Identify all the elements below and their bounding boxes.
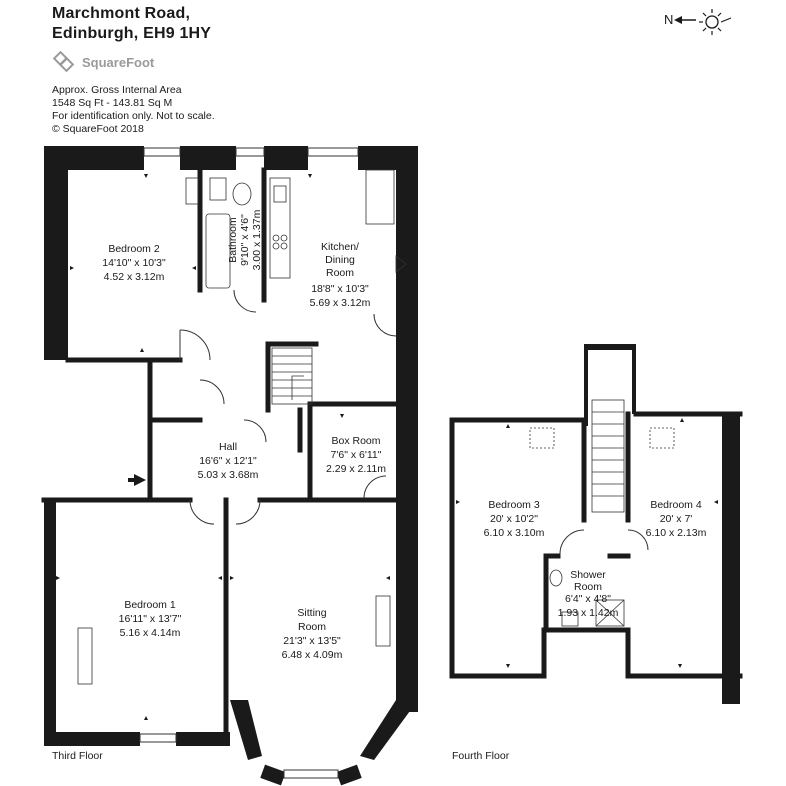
hob-ring-icon <box>272 234 280 242</box>
room-size-imperial: 18'8" x 10'3" <box>311 283 369 295</box>
room-name: Dining <box>325 254 355 266</box>
room-size-imperial: 7'6" x 6'11" <box>331 449 382 461</box>
skylight-icon <box>649 427 675 449</box>
room-kitchen: Kitchen/ Dining Room 18'8" x 10'3" 5.69 … <box>310 241 371 309</box>
room-size-imperial: 20' x 7' <box>660 513 693 525</box>
floor-label-third: Third Floor <box>52 750 103 762</box>
room-name: Bedroom 3 <box>488 499 540 511</box>
toilet-icon <box>232 182 252 206</box>
room-size-metric: 4.52 x 3.12m <box>104 271 165 283</box>
room-bedroom-2: Bedroom 2 14'10" x 10'3" 4.52 x 3.12m <box>102 243 166 283</box>
room-size-imperial: 9'10" x 4'6" <box>239 214 251 266</box>
room-size-metric: 1.93 x 1.42m <box>558 607 619 619</box>
address-line-2: Edinburgh, EH9 1HY <box>52 25 212 42</box>
fourth-floor-plan <box>449 344 743 704</box>
room-size-imperial: 14'10" x 10'3" <box>102 257 166 269</box>
room-shower-room: Shower Room 6'4" x 4'8" 1.93 x 1.42m <box>558 569 619 619</box>
room-size-imperial: 6'4" x 4'8" <box>565 593 611 605</box>
skylight-icon <box>529 427 555 449</box>
room-box-room: Box Room 7'6" x 6'11" 2.29 x 2.11m <box>326 435 386 475</box>
area-info-line-3: For identification only. Not to scale. <box>52 110 215 122</box>
room-bedroom-1: Bedroom 1 16'11" x 13'7" 5.16 x 4.14m <box>119 599 182 639</box>
property-header: Marchmont Road, Edinburgh, EH9 1HY <box>52 4 211 44</box>
room-name: Hall <box>219 441 237 453</box>
room-name: Bathroom <box>227 217 239 263</box>
room-bathroom: Bathroom 9'10" x 4'6" 3.00 x 1.37m <box>227 209 263 270</box>
kitchen-cupboard-icon <box>365 169 395 225</box>
room-size-imperial: 16'11" x 13'7" <box>119 613 182 625</box>
room-name: Room <box>298 621 326 633</box>
hob-ring-icon <box>272 242 280 250</box>
cabinet-icon <box>209 177 227 201</box>
logo-text: SquareFoot <box>82 54 155 70</box>
fireplace-icon <box>375 595 391 647</box>
room-size-imperial: 21'3" x 13'5" <box>283 635 341 647</box>
area-info-line-4: © SquareFoot 2018 <box>52 123 144 135</box>
room-name: Bedroom 1 <box>124 599 176 611</box>
room-size-metric: 5.16 x 4.14m <box>120 627 181 639</box>
room-size-metric: 5.03 x 3.68m <box>198 469 259 481</box>
compass: N <box>660 4 740 45</box>
room-name: Sitting <box>297 607 326 619</box>
room-bedroom-4: Bedroom 4 20' x 7' 6.10 x 2.13m <box>646 499 707 539</box>
room-size-metric: 5.69 x 3.12m <box>310 297 371 309</box>
third-floor-fixtures <box>77 169 407 685</box>
room-name: Room <box>326 267 354 279</box>
sink-icon <box>273 185 287 203</box>
hob-ring-icon <box>280 242 288 250</box>
room-size-metric: 6.10 x 2.13m <box>646 527 707 539</box>
bathtub-icon <box>205 213 231 289</box>
compass-letter: N <box>664 12 673 27</box>
area-info: Approx. Gross Internal Area 1548 Sq Ft -… <box>52 84 215 136</box>
room-hall: Hall 16'6" x 12'1" 5.03 x 3.68m <box>198 441 259 481</box>
basin-icon <box>561 611 579 627</box>
entrance-arrow-icon <box>128 474 146 486</box>
compass-sun-icon: N <box>664 9 732 35</box>
chimney-icon <box>395 255 407 273</box>
squarefoot-logo-icon <box>52 50 75 73</box>
room-size-metric: 2.29 x 2.11m <box>326 463 386 475</box>
address-line-1: Marchmont Road, <box>52 5 191 22</box>
room-name: Room <box>574 581 602 593</box>
shower-tray-icon <box>595 599 625 627</box>
room-name: Bedroom 2 <box>108 243 160 255</box>
toilet-icon <box>549 569 563 587</box>
room-name: Bedroom 4 <box>650 499 702 511</box>
room-name: Kitchen/ <box>321 241 359 253</box>
room-size-metric: 3.00 x 1.37m <box>251 209 263 270</box>
room-size-metric: 6.48 x 4.09m <box>282 649 343 661</box>
floor-label-fourth: Fourth Floor <box>452 750 510 762</box>
kitchen-counter-icon <box>269 177 291 279</box>
room-size-imperial: 20' x 10'2" <box>490 513 538 525</box>
room-bedroom-3: Bedroom 3 20' x 10'2" 6.10 x 3.10m <box>484 499 545 539</box>
room-size-metric: 6.10 x 3.10m <box>484 527 545 539</box>
hob-ring-icon <box>280 234 288 242</box>
room-name: Box Room <box>331 435 380 447</box>
basin-icon <box>185 177 199 205</box>
room-name: Shower <box>570 569 606 581</box>
room-size-imperial: 16'6" x 12'1" <box>199 455 257 467</box>
area-info-line-2: 1548 Sq Ft - 143.81 Sq M <box>52 97 173 109</box>
area-info-line-1: Approx. Gross Internal Area <box>52 84 182 96</box>
room-sitting-room: Sitting Room 21'3" x 13'5" 6.48 x 4.09m <box>282 607 343 661</box>
third-floor-plan <box>41 146 418 786</box>
fireplace-icon <box>77 627 93 685</box>
company-logo: SquareFoot <box>52 50 154 74</box>
